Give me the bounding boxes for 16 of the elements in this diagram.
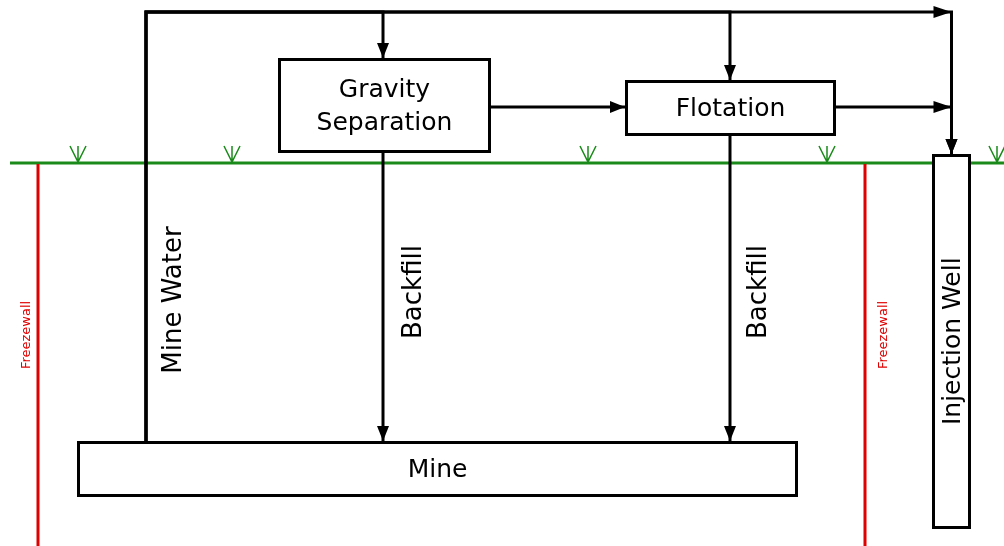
process-box xyxy=(625,80,836,136)
edge-label: Mine Water xyxy=(157,226,187,374)
freezewall-label: Freezewall xyxy=(18,300,34,370)
freezewall-label: Freezewall xyxy=(875,300,891,370)
edge-label: Backfill xyxy=(397,245,427,339)
edge-label: Backfill xyxy=(742,245,772,339)
process-box xyxy=(932,154,971,529)
arrow xyxy=(491,101,625,113)
process-box xyxy=(278,58,491,153)
node-label: Gravity Separation xyxy=(315,73,454,138)
node-label: Injection Well xyxy=(935,257,967,426)
node-label: Mine xyxy=(407,452,468,485)
process-box xyxy=(77,441,798,497)
arrow xyxy=(724,136,736,441)
arrow xyxy=(377,153,389,441)
node-label: Flotation xyxy=(675,91,786,124)
